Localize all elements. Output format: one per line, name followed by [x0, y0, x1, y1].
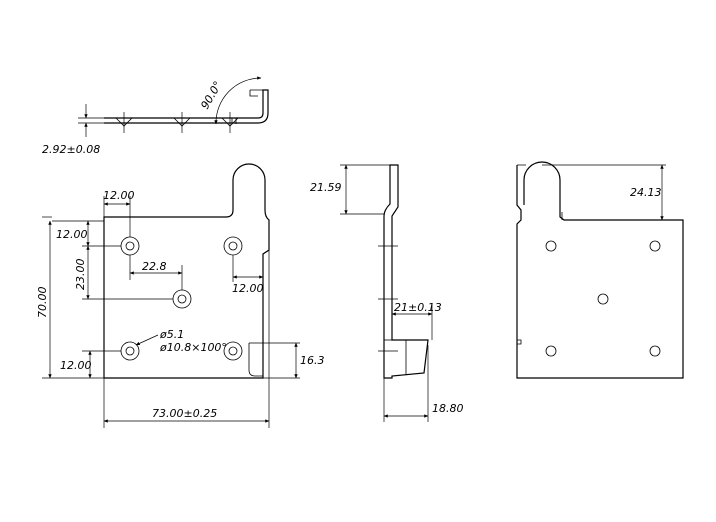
back-hole-top-right: [649, 240, 661, 252]
dim-hole-y: 12.00: [56, 228, 88, 241]
dim-side-tab-height: 21.59: [310, 181, 342, 194]
side-profile: [383, 164, 429, 379]
hole-top-right: [223, 236, 243, 256]
back-plate-outline: [516, 161, 684, 379]
dim-right-offset: 12.00: [232, 282, 264, 295]
dim-hole-spacing-y: 23.00: [74, 259, 87, 291]
back-plate-edges: [517, 164, 526, 345]
hole-top-left: [120, 236, 140, 256]
front-slot: [248, 342, 263, 377]
dim-side-depth: 18.80: [432, 402, 464, 415]
back-hole-top-left: [545, 240, 557, 252]
back-view: 24.13: [516, 161, 684, 379]
front-plate-outline: [103, 163, 270, 379]
dim-flange-offset: 21±0.13: [394, 301, 442, 314]
dim-back-tab-height: 24.13: [630, 186, 662, 199]
hole-diameter-note: ø5.1: [159, 328, 184, 341]
dim-hole-x: 12.00: [103, 189, 135, 202]
top-profile-outer: [104, 89, 269, 124]
side-view: 21.59 21±0.13 18.80: [310, 164, 464, 422]
back-hole-center: [597, 293, 609, 305]
dim-center-offset: 22.8: [142, 260, 167, 273]
top-view: 2.92±0.08 90.0°: [42, 76, 269, 156]
dim-plate-width: 73.00±0.25: [152, 407, 217, 420]
front-view: 12.00 12.00 23.00 22.8 12.00 70.00 12.00…: [36, 163, 325, 428]
dim-plate-height: 70.00: [36, 287, 49, 319]
dim-slot-height: 16.3: [300, 354, 325, 367]
countersink-note: ø10.8×100°: [159, 341, 227, 354]
back-hole-bottom-right: [649, 345, 661, 357]
back-hole-bottom-left: [545, 345, 557, 357]
dim-bottom-offset: 12.00: [60, 359, 92, 372]
angle-label: 90.0°: [198, 79, 224, 111]
hole-bottom-right: [223, 341, 243, 361]
thickness-label: 2.92±0.08: [42, 143, 100, 156]
hole-center: [172, 289, 192, 309]
